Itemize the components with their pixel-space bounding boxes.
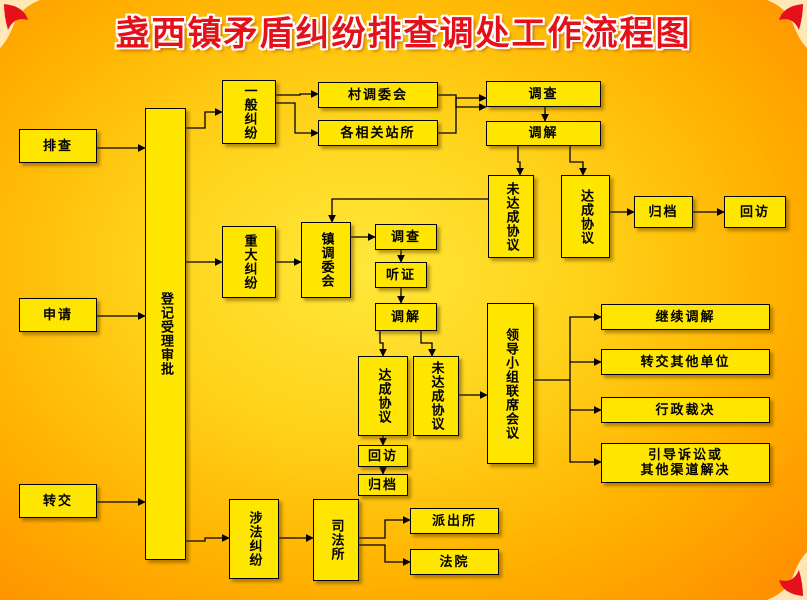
node-zhentiao: 镇调委会 (301, 222, 351, 298)
node-dacheng-top: 达成协议 (561, 175, 610, 258)
node-lingdao: 领导小组联席会议 (487, 303, 534, 464)
node-zhongda: 重大纠纷 (222, 226, 276, 298)
node-paichusuo: 派出所 (410, 508, 499, 534)
node-shefa: 涉法纠纷 (229, 499, 279, 579)
node-dacheng-mid: 达成协议 (358, 356, 408, 436)
node-tiaojie-top: 调解 (486, 121, 601, 146)
node-yindao-line1: 引导诉讼或 (647, 448, 723, 463)
node-zhuanjiao-unit: 转交其他单位 (601, 349, 770, 375)
corner-ornament-icon (767, 552, 807, 600)
node-weidacheng-mid: 未达成协议 (413, 356, 459, 436)
node-huifang-top: 回访 (724, 196, 786, 228)
node-yindao: 引导诉讼或 其他渠道解决 (601, 443, 770, 483)
node-huifang-mid: 回访 (358, 445, 408, 467)
node-sifa: 司法所 (313, 499, 359, 581)
node-diaocha-mid: 调查 (375, 224, 437, 250)
node-diaocha-top: 调查 (486, 81, 601, 107)
node-xingzheng: 行政裁决 (601, 397, 770, 423)
node-jixu: 继续调解 (601, 304, 770, 330)
node-tingzheng: 听证 (375, 262, 427, 288)
node-paicha: 排查 (19, 129, 97, 163)
node-fayuan: 法院 (410, 549, 499, 575)
node-weidacheng-top: 未达成协议 (488, 175, 534, 258)
node-guidang-top: 归档 (634, 196, 693, 228)
node-yindao-line2: 其他渠道解决 (640, 463, 731, 478)
node-yiban: 一般纠纷 (222, 80, 276, 144)
node-cuntiao: 村调委会 (318, 82, 438, 108)
node-tiaojie-mid: 调解 (375, 303, 437, 331)
node-zhuanjiao: 转交 (19, 484, 97, 518)
node-gexiang: 各相关站所 (318, 120, 438, 146)
page-title: 盏西镇矛盾纠纷排查调处工作流程图 (115, 14, 692, 54)
node-shenqing: 申请 (19, 298, 97, 332)
corner-ornament-icon (767, 0, 807, 48)
node-guidang-mid: 归档 (358, 474, 408, 496)
corner-ornament-icon (0, 0, 40, 48)
node-dengji: 登记受理审批 (145, 108, 186, 560)
